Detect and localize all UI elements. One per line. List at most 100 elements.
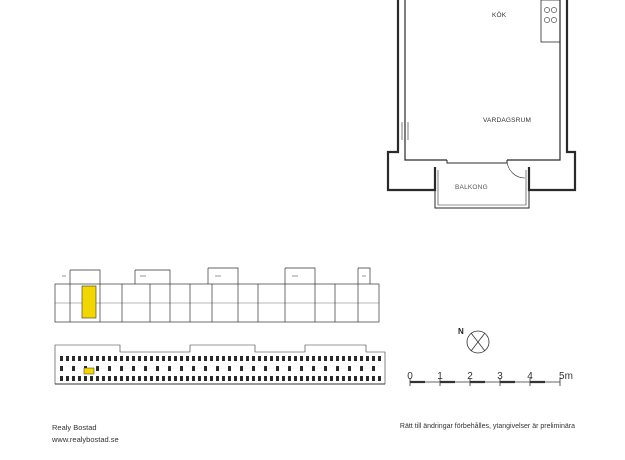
elevation-window — [348, 376, 351, 381]
elevation-window — [180, 366, 183, 371]
elevation-window — [324, 376, 327, 381]
elevation-window — [96, 376, 99, 381]
elevation-window — [150, 356, 153, 361]
elevation-window — [156, 356, 159, 361]
elevation-window — [342, 376, 345, 381]
elevation-window — [132, 356, 135, 361]
elevation-window — [324, 366, 327, 371]
elevation-window — [180, 356, 183, 361]
elevation-window — [264, 356, 267, 361]
elevation-window — [336, 366, 339, 371]
elevation-window — [120, 366, 123, 371]
elevation-window — [162, 356, 165, 361]
elevation-window — [72, 366, 75, 371]
elevation-window — [246, 376, 249, 381]
room-label-kitchen: KÖK — [492, 12, 507, 19]
elevation-window — [144, 366, 147, 371]
elevation-window — [366, 376, 369, 381]
elevation-window — [348, 356, 351, 361]
scale-tick-label: 0 — [407, 371, 413, 382]
elevation-window — [60, 356, 63, 361]
elevation-window — [192, 356, 195, 361]
interior-wall — [404, 0, 447, 161]
elevation-window — [102, 356, 105, 361]
elevation-window — [252, 376, 255, 381]
elevation-window — [60, 376, 63, 381]
elevation-window — [300, 356, 303, 361]
elevation-window — [378, 356, 381, 361]
elevation-window — [234, 356, 237, 361]
elevation-window — [108, 356, 111, 361]
elevation-window — [216, 356, 219, 361]
elevation-window — [144, 376, 147, 381]
elevation-window — [282, 356, 285, 361]
elevation-window — [312, 356, 315, 361]
elevation-window — [156, 366, 159, 371]
company-name: Realy Bostad — [52, 423, 97, 432]
elevation-window — [126, 376, 129, 381]
elevation-window — [120, 376, 123, 381]
elevation-window — [330, 356, 333, 361]
elevation-window — [108, 366, 111, 371]
scale-bar — [409, 378, 561, 386]
room-label-balcony: BALKONG — [455, 184, 488, 191]
elevation-window — [264, 366, 267, 371]
elevation-window — [186, 356, 189, 361]
elevation-window — [366, 356, 369, 361]
elevation-window — [354, 376, 357, 381]
scale-tick-label: 5m — [559, 371, 573, 382]
disclaimer-text: Rätt till ändringar förbehålles, ytangiv… — [399, 423, 575, 430]
north-arrow-icon — [466, 330, 490, 354]
elevation-window — [84, 356, 87, 361]
elevation-window — [168, 366, 171, 371]
elevation-window — [300, 376, 303, 381]
elevation-window — [216, 376, 219, 381]
elevation-window — [336, 356, 339, 361]
elevation-window — [360, 376, 363, 381]
exterior-wall — [527, 0, 577, 192]
elevation-window — [372, 376, 375, 381]
elevation-window — [234, 376, 237, 381]
elevation-window — [60, 366, 63, 371]
window-mark — [401, 122, 409, 140]
elevation-window — [222, 356, 225, 361]
elevation-window — [228, 376, 231, 381]
elevation-window — [84, 376, 87, 381]
elevation-window — [276, 366, 279, 371]
elevation-window — [138, 356, 141, 361]
elevation-window — [288, 366, 291, 371]
elevation-window — [132, 366, 135, 371]
company-website[interactable]: www.realybostad.se — [52, 435, 119, 444]
elevation-window — [276, 376, 279, 381]
elevation-window — [126, 356, 129, 361]
elevation-window — [300, 366, 303, 371]
elevation-window — [288, 376, 291, 381]
elevation-window — [168, 356, 171, 361]
elevation-window — [174, 356, 177, 361]
elevation-window — [66, 356, 69, 361]
compass-north-label: N — [458, 327, 464, 336]
elevation-window — [270, 376, 273, 381]
elevation-window — [270, 356, 273, 361]
elevation-windows — [60, 356, 381, 381]
building-overview-plan — [54, 267, 380, 323]
elevation-window — [348, 366, 351, 371]
elevation-window — [168, 376, 171, 381]
elevation-window — [210, 376, 213, 381]
balcony-railing — [434, 167, 530, 209]
elevation-window — [174, 376, 177, 381]
elevation-window — [252, 356, 255, 361]
elevation-window — [114, 356, 117, 361]
elevation-window — [312, 376, 315, 381]
elevation-window — [246, 356, 249, 361]
highlighted-apartment — [81, 285, 97, 319]
kitchen-counter — [540, 0, 561, 43]
elevation-window — [318, 376, 321, 381]
elevation-window — [336, 376, 339, 381]
elevation-window — [228, 366, 231, 371]
elevation-window — [210, 356, 213, 361]
elevation-window — [228, 356, 231, 361]
elevation-window — [204, 376, 207, 381]
elevation-window — [96, 366, 99, 371]
